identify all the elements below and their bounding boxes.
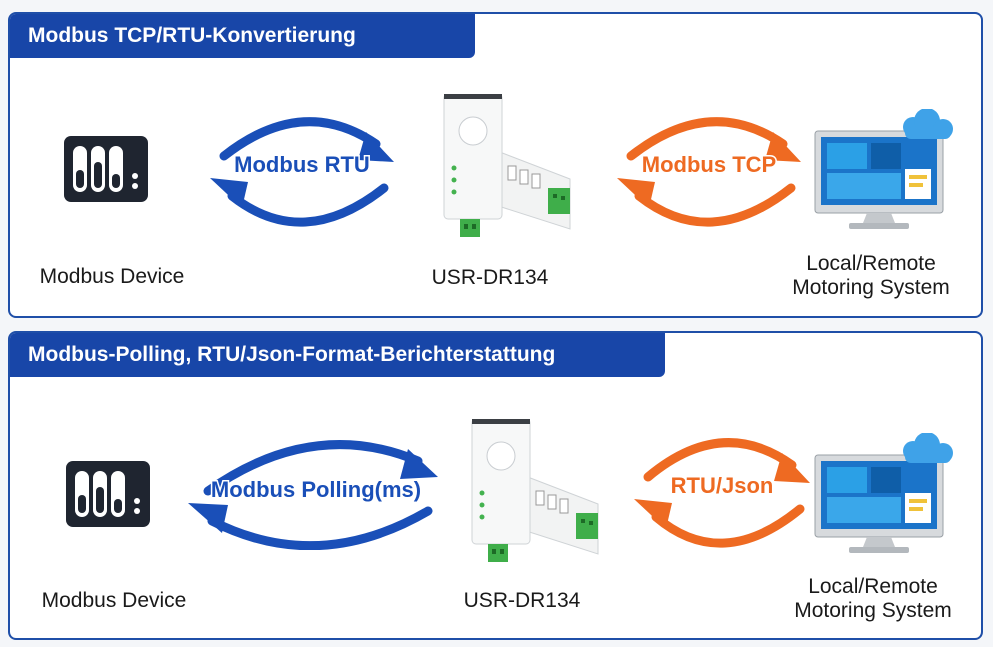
panel-title: Modbus TCP/RTU-Konvertierung (10, 14, 475, 58)
panel-tcp-rtu-conversion: Modbus TCP/RTU-Konvertierung Modbus Devi… (8, 12, 983, 318)
monitoring-label-line1: Local/Remote (768, 575, 978, 599)
modbus-device-icon (66, 461, 150, 527)
monitor-icon (805, 109, 965, 234)
monitoring-label-line2: Motoring System (766, 276, 976, 300)
panel-title: Modbus-Polling, RTU/Json-Format-Berichte… (10, 333, 665, 377)
modbus-tcp-arrows: Modbus TCP (605, 104, 815, 234)
monitoring-system-label: Local/Remote Motoring System (768, 575, 978, 623)
modbus-rtu-label: Modbus RTU (234, 152, 370, 177)
gateway-label: USR-DR134 (422, 589, 622, 613)
rtu-json-arrows: RTU/Json (622, 425, 822, 550)
gateway-device-icon (430, 94, 590, 239)
monitor-icon (805, 433, 965, 558)
monitoring-label-line2: Motoring System (768, 599, 978, 623)
monitoring-system-label: Local/Remote Motoring System (766, 252, 976, 300)
monitoring-label-line1: Local/Remote (766, 252, 976, 276)
gateway-device-icon (458, 419, 618, 564)
modbus-tcp-label: Modbus TCP (642, 152, 776, 177)
modbus-device-icon (64, 136, 148, 202)
cloud-icon (903, 109, 953, 139)
gateway-label: USR-DR134 (390, 266, 590, 290)
cloud-icon (903, 433, 953, 463)
modbus-rtu-arrows: Modbus RTU (198, 104, 408, 234)
panel-polling-reporting: Modbus-Polling, RTU/Json-Format-Berichte… (8, 331, 983, 640)
rtu-json-label: RTU/Json (671, 473, 774, 498)
modbus-polling-label: Modbus Polling(ms) (211, 477, 421, 502)
modbus-device-label: Modbus Device (18, 265, 206, 289)
modbus-device-label: Modbus Device (20, 589, 208, 613)
modbus-polling-arrows: Modbus Polling(ms) (178, 425, 448, 550)
